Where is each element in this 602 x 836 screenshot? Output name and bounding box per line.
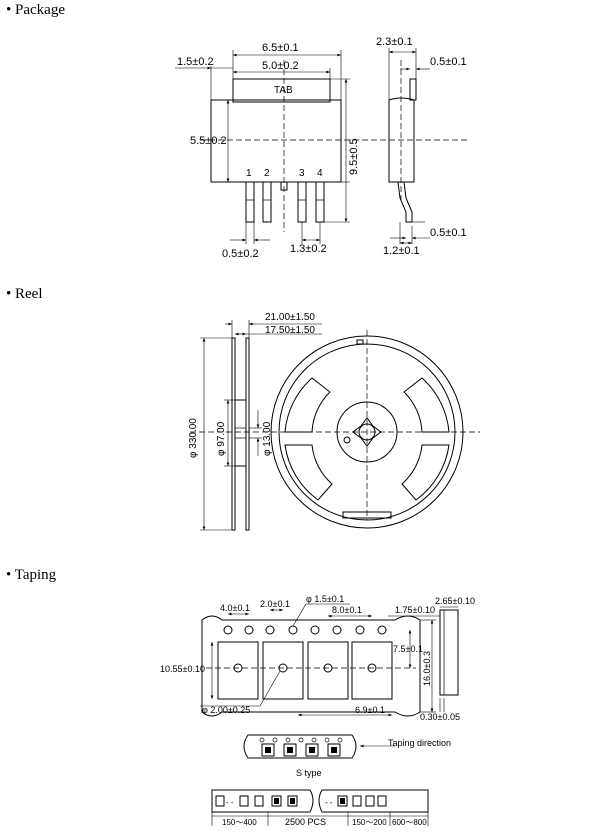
pin-2-label: 2 <box>264 168 270 179</box>
dim-pocket-hole: φ 2.00±0.25 <box>202 705 250 715</box>
section-heading-reel: • Reel <box>6 286 43 302</box>
dim-reel-inner-width: 17.50±1.50 <box>265 325 315 336</box>
lead-1 <box>245 181 255 223</box>
taping-direction-label: Taping direction <box>388 738 451 748</box>
side-view-tab <box>409 78 417 101</box>
leader-strip-left <box>211 789 314 813</box>
dim-body-height: 5.5±0.2 <box>190 135 227 147</box>
dim-lead-width: 0.5±0.2 <box>222 248 259 260</box>
dim-reel-outer-width: 21.00±1.50 <box>265 312 315 323</box>
reel-window-right-top <box>403 377 450 433</box>
dim-tape-width-total: 16.0±0.3 <box>422 651 432 686</box>
svg-text:- -: - - <box>226 798 234 807</box>
segment-leader-end: 150～200 <box>352 818 387 827</box>
dim-tape-width: 10.55±0.10 <box>160 664 205 674</box>
s-type-part <box>305 743 319 757</box>
sprocket-hole <box>332 625 342 635</box>
reel-hub-key <box>352 417 382 447</box>
sprocket-hole <box>310 625 320 635</box>
dim-reel-outer-diameter: φ 330.00 <box>188 418 199 458</box>
lead-4 <box>315 181 325 223</box>
tape-side-profile <box>439 609 459 696</box>
side-view-body <box>388 97 415 183</box>
section-heading-package: • Package <box>6 2 65 18</box>
dim-tape-thickness: 0.30±0.05 <box>420 712 460 722</box>
dim-pocket-width: 6.9±0.1 <box>355 705 385 715</box>
dim-pitch: 1.3±0.2 <box>290 243 327 255</box>
dim-pocket-pitch: 8.0±0.1 <box>332 605 362 615</box>
sprocket-hole <box>377 625 387 635</box>
pocket-hole <box>233 663 243 673</box>
package-drawing: TAB 1 2 3 4 6.5±0.1 5.0±0.2 1.5±0.2 5 <box>175 36 470 260</box>
sprocket-hole <box>244 625 254 635</box>
taping-drawing: 4.0±0.1 2.0±0.1 φ 1.5±0.1 8.0±0.1 1.75±0… <box>160 594 475 827</box>
dim-hole-center: 2.0±0.1 <box>260 599 290 609</box>
segment-count: 2500 PCS <box>285 817 326 827</box>
segment-leader-start: 150～400 <box>222 818 257 827</box>
tape-pocket <box>307 641 349 700</box>
pin-4-label: 4 <box>317 168 323 179</box>
sprocket-hole <box>355 625 365 635</box>
reel-window-left-top <box>284 377 331 433</box>
dim-lead-foot: 1.2±0.1 <box>383 245 420 257</box>
reel-label-slot <box>342 511 392 519</box>
sprocket-hole <box>223 625 233 635</box>
pin-1-label: 1 <box>246 168 252 179</box>
dim-top-step: 0.5±0.1 <box>430 56 467 68</box>
reel-hub-pin <box>343 436 351 444</box>
tape-pocket <box>217 641 259 700</box>
s-type-part <box>283 743 297 757</box>
dim-tab-width: 5.0±0.2 <box>262 60 299 72</box>
dim-reel-hub-diameter: φ 97.00 <box>216 421 227 456</box>
lead-stub <box>280 181 288 191</box>
sprocket-hole <box>288 625 298 635</box>
lead-2 <box>262 181 272 223</box>
sprocket-hole <box>265 625 275 635</box>
pocket-hole <box>367 663 377 673</box>
leader-strip-right <box>318 789 429 813</box>
dim-total-height: 9.5±0.5 <box>348 138 360 175</box>
s-type-part <box>261 743 275 757</box>
side-view-lead <box>397 181 413 223</box>
dim-width-total: 6.5±0.1 <box>262 42 299 54</box>
reel-top-notch <box>356 339 364 345</box>
tab-label: TAB <box>274 85 293 96</box>
dim-tab-offset: 1.5±0.2 <box>177 56 214 68</box>
dim-sprocket-pitch: 4.0±0.1 <box>220 603 250 613</box>
tape-pocket <box>351 641 393 700</box>
reel-hub-profile <box>234 399 247 467</box>
segment-trailer: 600～800 <box>392 818 427 827</box>
pocket-hole <box>278 663 288 673</box>
pocket-hole <box>323 663 333 673</box>
reel-drawing: 21.00±1.50 17.50±1.50 φ 330.00 φ 97.00 φ… <box>188 312 480 531</box>
tape-pocket <box>262 641 304 700</box>
pin-3-label: 3 <box>299 168 305 179</box>
lead-3 <box>297 181 307 223</box>
svg-text:- -: - - <box>325 798 333 807</box>
s-type-tape <box>243 734 357 759</box>
dim-center-offset: 7.5±0.1 <box>393 644 423 654</box>
dim-reel-center-hole: φ 13.00 <box>262 421 273 456</box>
s-type-part <box>327 743 341 757</box>
dim-tape-thickness-total: 2.65±0.10 <box>435 596 475 606</box>
section-heading-taping: • Taping <box>6 567 57 583</box>
dim-edge: 1.75±0.10 <box>395 605 435 615</box>
dim-thickness: 2.3±0.1 <box>376 36 413 48</box>
dim-lead-thickness: 0.5±0.1 <box>430 227 467 239</box>
package-body <box>210 99 342 183</box>
reel-window-right-bottom <box>401 444 450 501</box>
reel-window-left-bottom <box>284 444 333 501</box>
dim-hole-diameter: φ 1.5±0.1 <box>306 594 344 604</box>
s-type-label: S type <box>296 768 322 778</box>
